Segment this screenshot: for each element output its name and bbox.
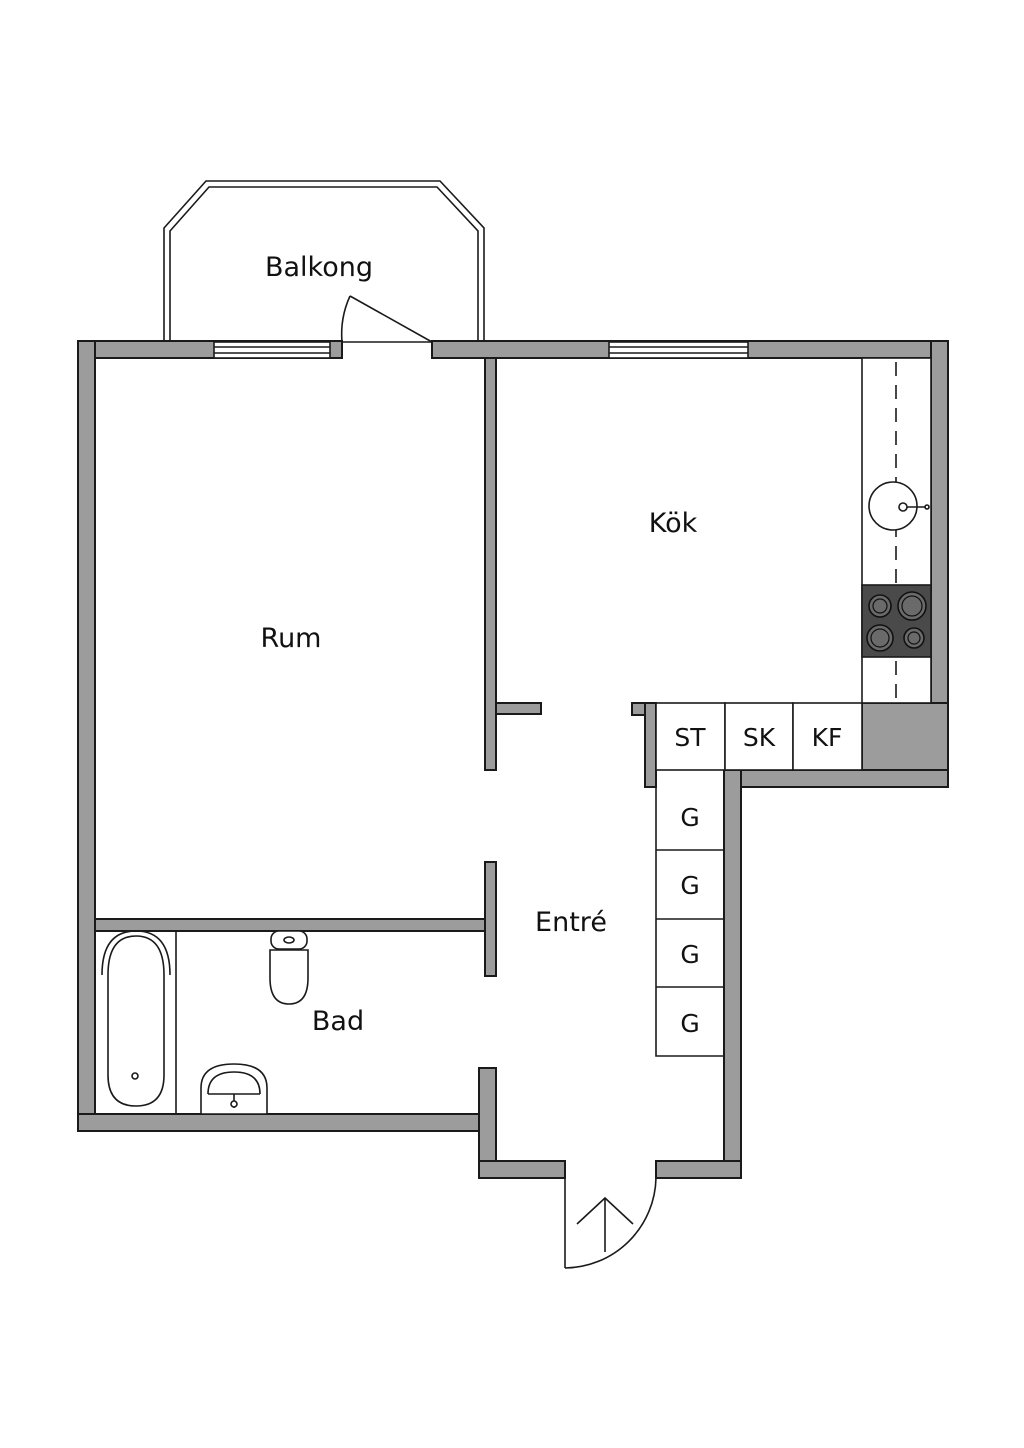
balcony-door — [340, 295, 433, 343]
wardrobes: G G G G — [655, 787, 724, 1057]
cabinet-kf-label: KF — [812, 723, 843, 752]
washbasin-icon — [200, 1063, 268, 1115]
kitchen-counter — [861, 357, 932, 704]
wardrobe-3-label: G — [680, 940, 699, 969]
room-label-balkong: Balkong — [265, 252, 373, 283]
cabinet-st-label: ST — [674, 723, 706, 752]
sink-icon — [868, 481, 930, 531]
bathtub-icon — [101, 930, 171, 1107]
bathroom-fixtures — [101, 930, 309, 1115]
stove-icon — [861, 584, 932, 658]
window-kok — [608, 341, 749, 359]
wardrobe-1-label: G — [680, 803, 699, 832]
wardrobe-2-label: G — [680, 871, 699, 900]
balcony — [163, 180, 485, 342]
interior-walls — [94, 357, 657, 977]
kitchen-cabinets: ST SK KF — [655, 702, 863, 771]
entrance-door — [564, 1177, 657, 1269]
room-label-kok: Kök — [649, 508, 698, 539]
room-label-entre: Entré — [535, 907, 607, 938]
cabinet-sk-label: SK — [743, 723, 776, 752]
room-label-bad: Bad — [312, 1006, 364, 1037]
window-rum — [213, 341, 331, 359]
wardrobe-4-label: G — [680, 1009, 699, 1038]
room-label-rum: Rum — [261, 623, 322, 654]
toilet-icon — [269, 930, 309, 1005]
